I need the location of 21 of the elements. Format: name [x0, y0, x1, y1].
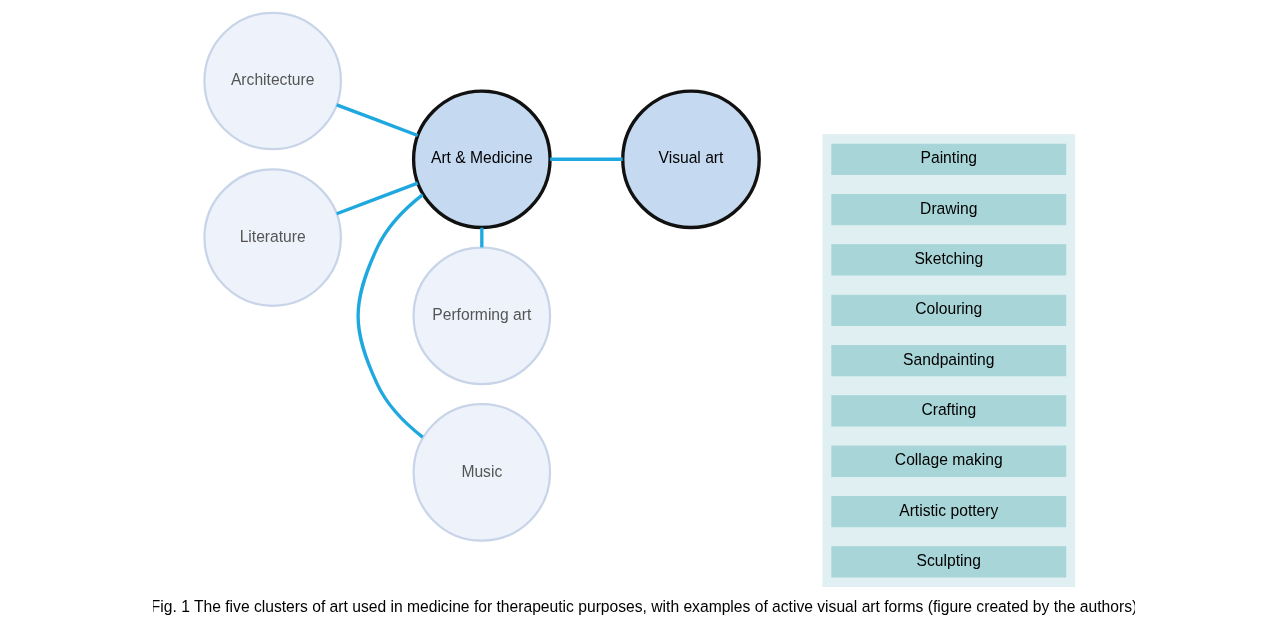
node-box: Sandpainting — [830, 344, 1066, 377]
node-circle: Architecture — [202, 11, 342, 151]
connector — [479, 227, 483, 248]
node-circle: Music — [412, 403, 551, 542]
node-box: Drawing — [830, 193, 1066, 226]
connector — [335, 181, 418, 216]
connector — [549, 157, 623, 161]
node-box: Colouring — [830, 294, 1066, 326]
node-circle: Art & Medicine — [411, 89, 552, 230]
node-circle: Visual art — [620, 89, 761, 230]
node-circle: Performing art — [412, 246, 551, 386]
node-box: Collage making — [830, 445, 1066, 477]
node-box: Painting — [830, 143, 1066, 175]
node-box: Sculpting — [830, 546, 1066, 578]
node-circle: Literature — [202, 168, 342, 307]
node-box: Artistic pottery — [830, 495, 1066, 528]
node-box: Sketching — [830, 244, 1066, 276]
node-box: Crafting — [830, 395, 1066, 427]
cluster — [821, 134, 1075, 588]
connector — [335, 103, 418, 138]
connector — [356, 193, 424, 439]
